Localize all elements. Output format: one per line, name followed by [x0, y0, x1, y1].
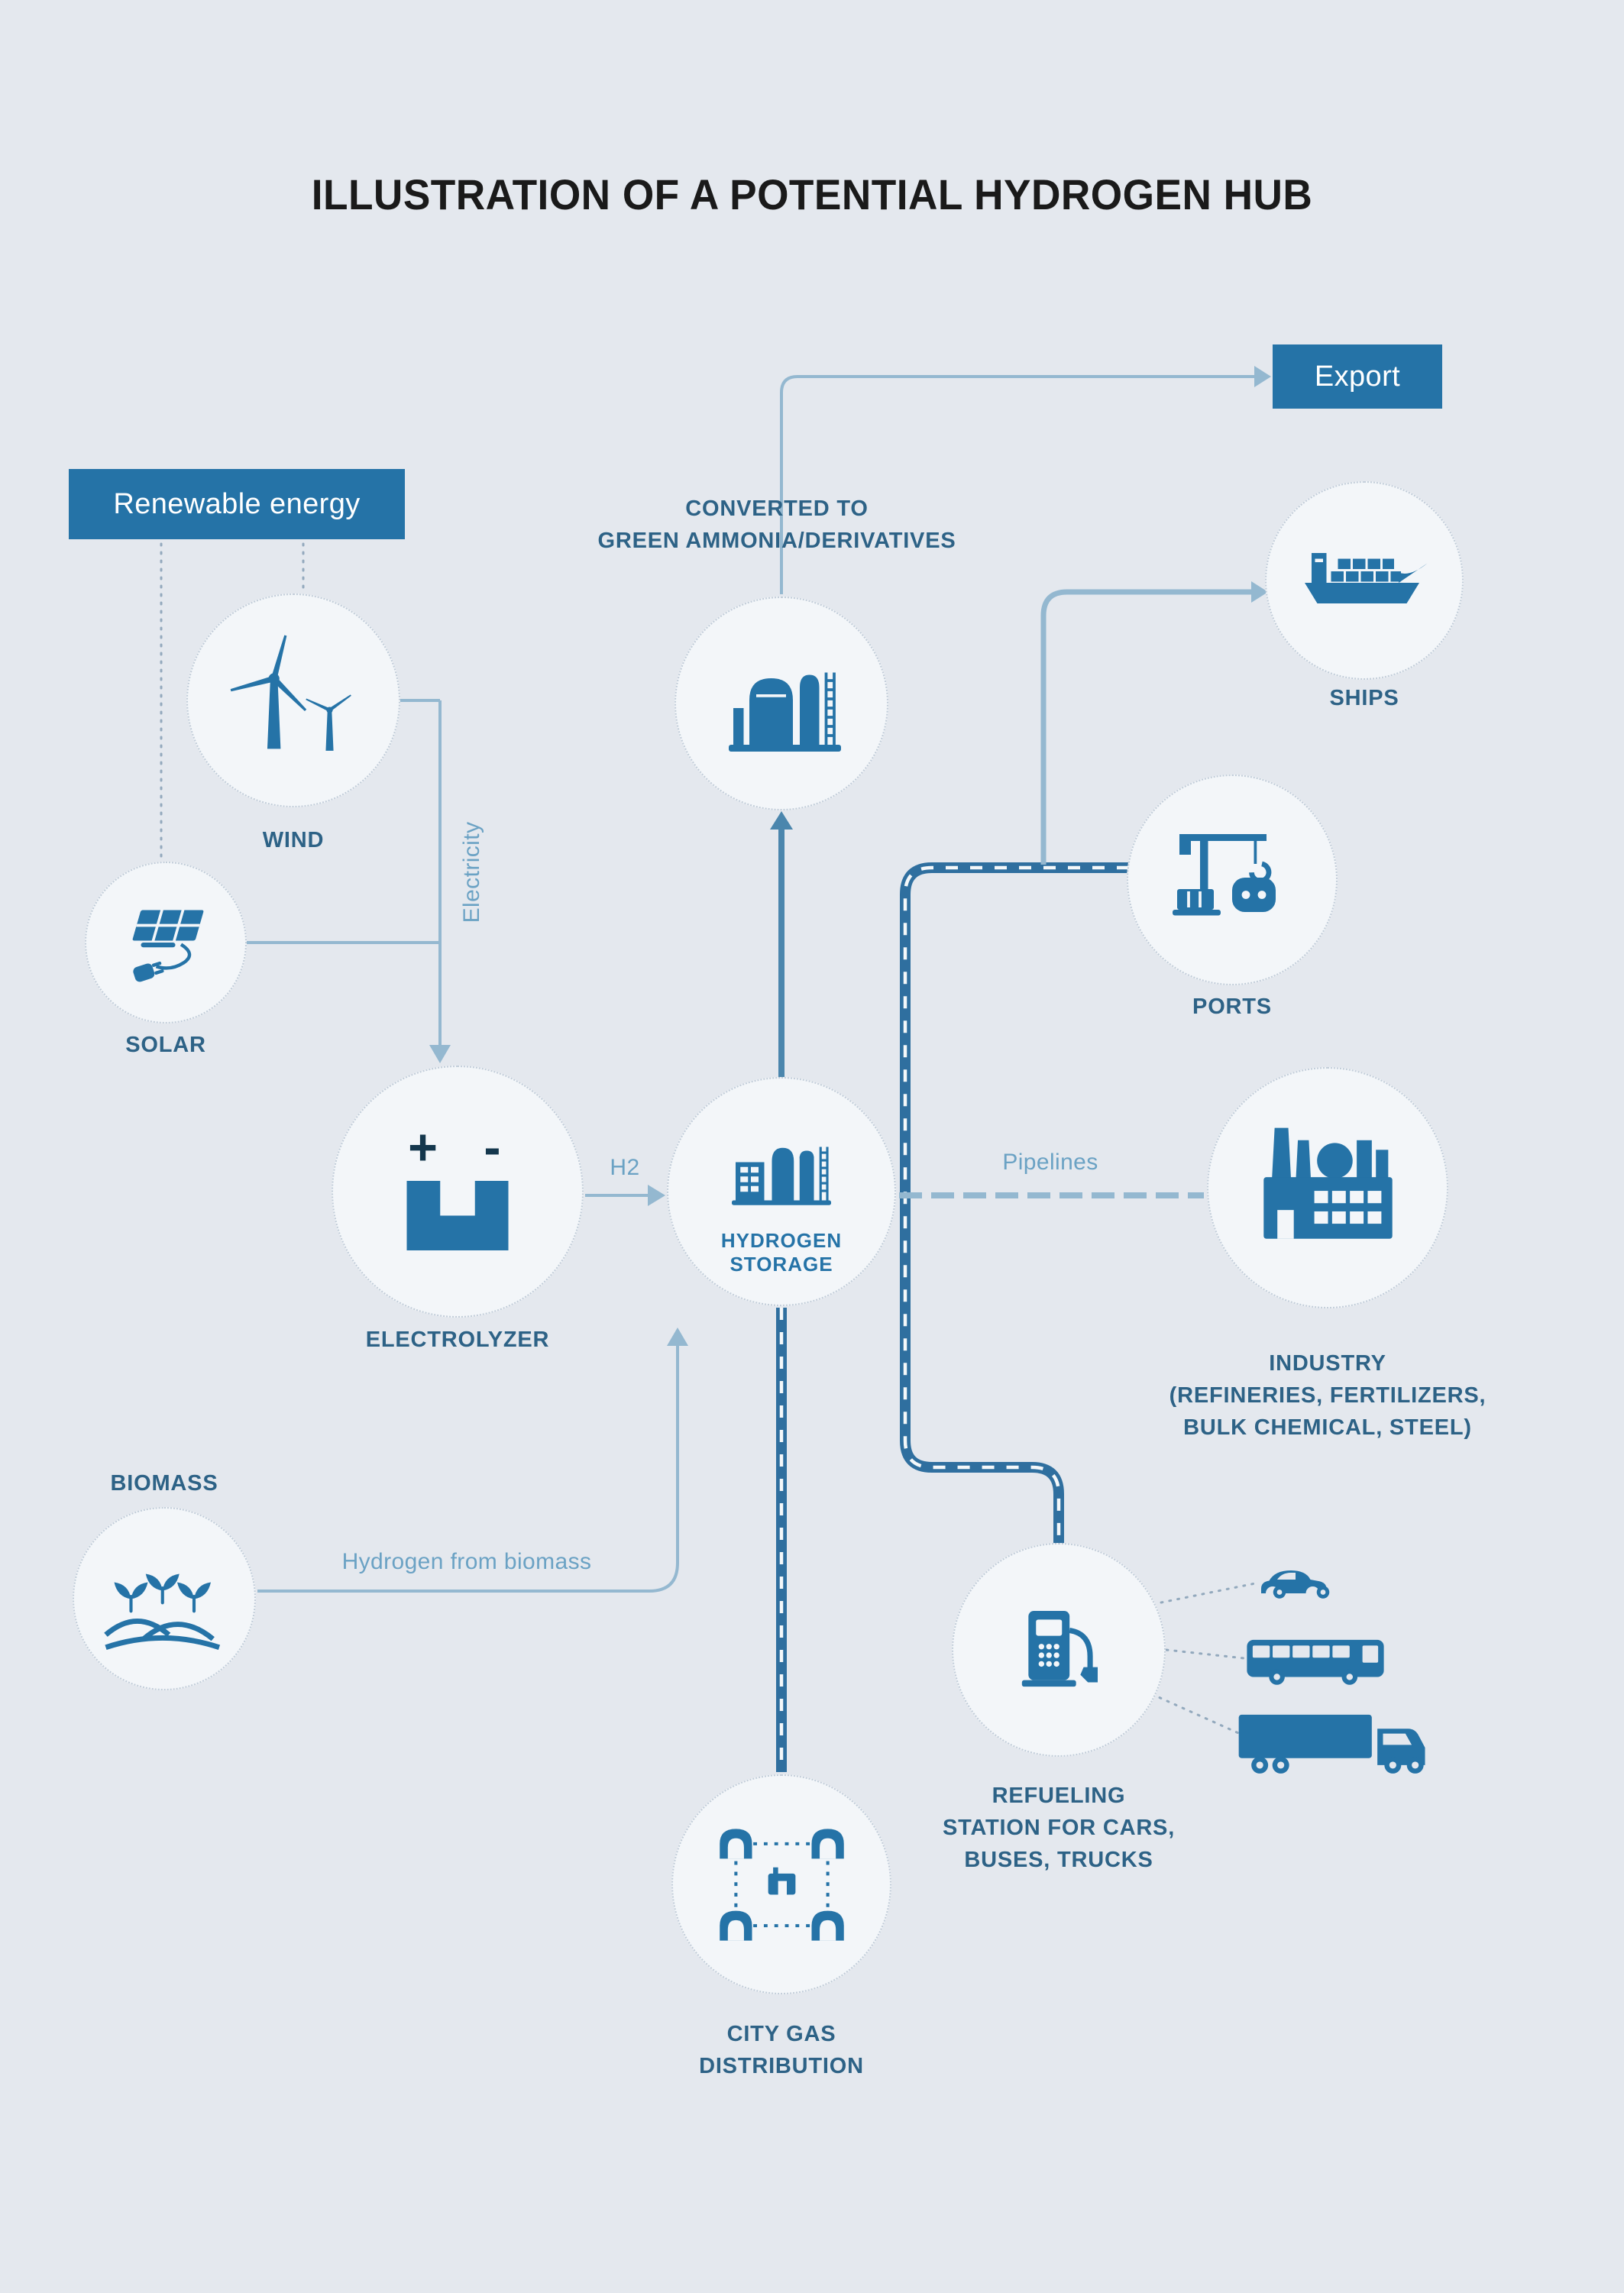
ammonia-caption: CONVERTED TO GREEN AMMONIA/DERIVATIVES: [597, 496, 956, 554]
truck-icon: [1238, 1714, 1425, 1774]
biomass-to-storage-line: [257, 1343, 679, 1593]
page-title: ILLUSTRATION OF A POTENTIAL HYDROGEN HUB: [311, 170, 1313, 218]
city-gas-node: [671, 1774, 891, 1994]
plus-sign: +: [408, 1120, 438, 1176]
electricity-line: [247, 699, 442, 1048]
biomass-label: BIOMASS: [110, 1471, 218, 1496]
ports-node: [1127, 775, 1338, 985]
h2-flow-label: H2: [610, 1155, 640, 1180]
h2-arrowhead: [648, 1185, 665, 1206]
minus-sign: -: [484, 1120, 500, 1176]
refueling-to-car-dotted-line: [1160, 1581, 1260, 1604]
electrolyzer-label: ELECTROLYZER: [365, 1328, 550, 1352]
ports-to-ships-line: [1040, 589, 1254, 865]
ships-arrowhead: [1251, 581, 1268, 603]
hydrogen-from-biomass-flow-label: Hydrogen from biomass: [341, 1549, 592, 1574]
solar-label: SOLAR: [125, 1033, 206, 1057]
cargo-ship-icon: [1305, 553, 1428, 603]
pipeline-trunk-dashes: [903, 865, 1129, 1544]
wind-label: WIND: [262, 828, 325, 852]
ships-node: [1265, 481, 1464, 680]
electricity-arrowhead: [429, 1045, 451, 1063]
biomass-node: [73, 1507, 256, 1690]
bus: [1239, 1628, 1392, 1693]
ammonia-to-export-line: [780, 375, 1257, 594]
car-icon: [1261, 1570, 1330, 1599]
hydrogen-storage-node: HYDROGEN STORAGE: [667, 1077, 896, 1306]
refueling-to-bus-dotted-line: [1165, 1648, 1253, 1661]
factory-icon: [1263, 1127, 1393, 1239]
export-box: Export: [1273, 344, 1442, 409]
hydrogen-storage-icon: [732, 1146, 831, 1205]
bus-icon: [1247, 1639, 1384, 1685]
refueling-label: REFUELING STATION FOR CARS, BUSES, TRUCK…: [942, 1784, 1176, 1873]
ammonia-arrowhead: [770, 811, 793, 830]
industry-label: INDUSTRY (REFINERIES, FERTILIZERS, BULK …: [1169, 1351, 1487, 1441]
ammonia-node: [675, 597, 888, 810]
pipeline-trunk: [900, 862, 1129, 1544]
industry-node: [1207, 1067, 1448, 1308]
car: [1257, 1555, 1348, 1604]
renewable-energy-box: Renewable energy: [69, 469, 405, 539]
export-arrowhead: [1254, 366, 1271, 387]
ammonia-tanks-icon: [729, 672, 841, 752]
port-crane-icon: [1173, 834, 1276, 916]
refueling-node: [952, 1543, 1166, 1757]
hydrogen-storage-label: HYDROGEN STORAGE: [720, 1228, 843, 1276]
wind-turbines-icon: [230, 635, 351, 751]
refueling-to-truck-dotted-line: [1150, 1693, 1245, 1737]
pipelines-flow-label: Pipelines: [1002, 1150, 1098, 1175]
wind-node: [186, 593, 400, 807]
ships-label: SHIPS: [1329, 686, 1399, 710]
city-gas-label: CITY GAS DISTRIBUTION: [699, 2022, 864, 2079]
solar-panel-icon: [132, 910, 204, 982]
electrolyzer-node: + -: [332, 1066, 584, 1318]
city-gas-network-icon: [719, 1828, 844, 1941]
ports-label: PORTS: [1192, 994, 1272, 1019]
fuel-pump-icon: [1021, 1611, 1098, 1687]
truck: [1236, 1705, 1446, 1782]
biomass-field-icon: [103, 1573, 220, 1650]
electricity-flow-label: Electricity: [459, 821, 484, 923]
solar-node: [85, 862, 247, 1024]
electrolyzer-icon: + -: [406, 1120, 509, 1250]
biomass-arrowhead: [667, 1328, 688, 1346]
